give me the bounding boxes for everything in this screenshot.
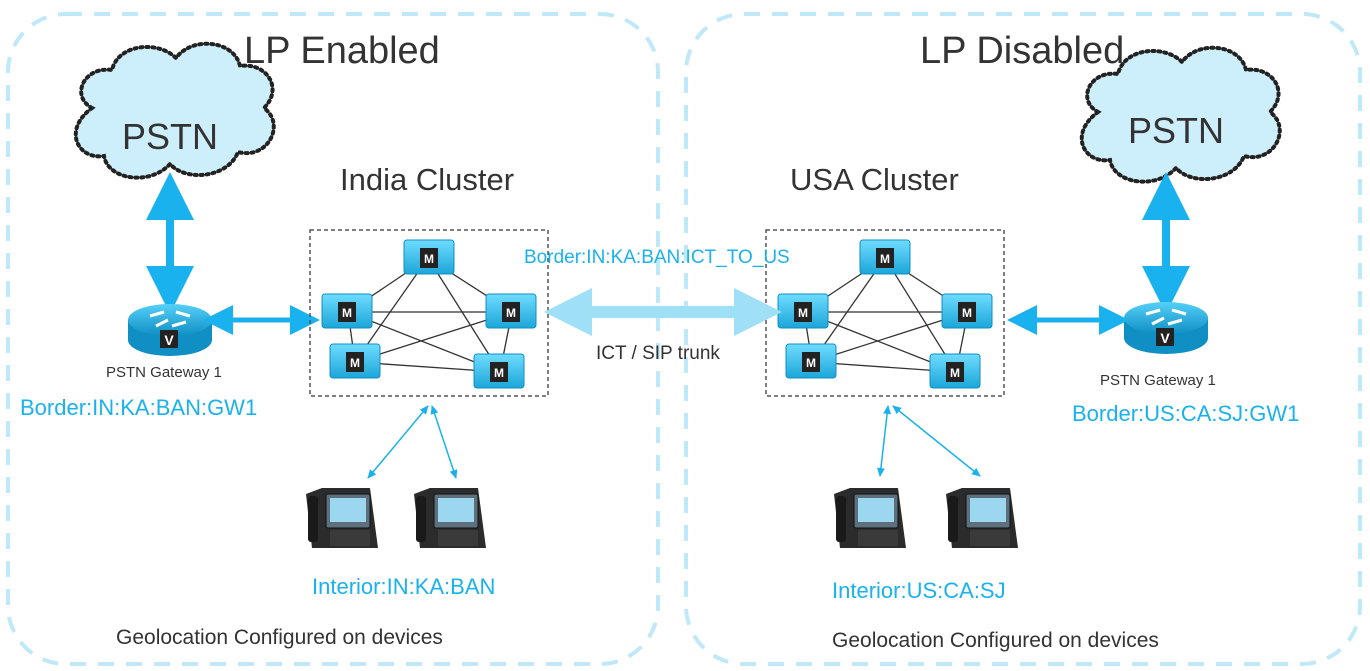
lp-disabled-title: LP Disabled: [920, 30, 1125, 72]
usa-cluster-to-phone-1-arrow: [876, 405, 892, 477]
router-left-icon: [128, 304, 212, 356]
router-right-icon: [1124, 302, 1208, 354]
india-server-1-icon: [403, 239, 455, 275]
india-cluster-to-phone-1-arrow: [367, 405, 429, 479]
india-cluster-box: [309, 229, 549, 397]
server-letter: M: [798, 306, 808, 320]
gateway-right-border: Border:US:CA:SJ:GW1: [1072, 401, 1300, 426]
server-letter: M: [950, 366, 960, 380]
geolocation-note-right: Geolocation Configured on devices: [832, 629, 1159, 652]
server-letter: M: [342, 306, 352, 320]
server-letter: M: [962, 306, 972, 320]
usa-server-4-icon: [785, 343, 837, 379]
gateway-left-name: PSTN Gateway 1: [106, 364, 222, 381]
ict-border-label: Border:IN:KA:BAN:ICT_TO_US: [524, 247, 790, 268]
interior-usa-label: Interior:US:CA:SJ: [832, 578, 1006, 603]
server-letter: M: [350, 356, 360, 370]
pstn-cloud-right-icon: [1079, 45, 1282, 184]
region-lp-disabled: [684, 12, 1362, 666]
router-letter-left: V: [164, 332, 174, 348]
ip-phone-india-1-icon: [306, 488, 378, 548]
india-server-3-icon: [485, 293, 537, 329]
router-letter-right: V: [1160, 330, 1170, 346]
geolocation-note-left: Geolocation Configured on devices: [116, 626, 443, 649]
server-letter: M: [494, 366, 504, 380]
server-letter: M: [806, 356, 816, 370]
pstn-label-right: PSTN: [1128, 110, 1225, 151]
gateway-right-name: PSTN Gateway 1: [1100, 372, 1216, 389]
usa-cluster-label: USA Cluster: [790, 162, 959, 197]
ip-phone-usa-1-icon: [834, 488, 906, 548]
server-letter: M: [424, 252, 434, 266]
usa-server-5-icon: [929, 353, 981, 389]
ip-phone-india-2-icon: [414, 488, 486, 548]
india-server-4-icon: [329, 343, 381, 379]
lp-enabled-title: LP Enabled: [244, 30, 440, 72]
pstn-cloud-left-icon: [73, 41, 276, 180]
server-letter: M: [880, 252, 890, 266]
ict-trunk-label: ICT / SIP trunk: [596, 343, 720, 364]
usa-server-3-icon: [941, 293, 993, 329]
pstn-label-left: PSTN: [122, 116, 219, 157]
region-lp-enabled: [6, 12, 660, 666]
india-cluster-to-phone-2-arrow: [430, 405, 458, 479]
ip-phone-usa-2-icon: [946, 488, 1018, 548]
server-letter: M: [506, 306, 516, 320]
interior-india-label: Interior:IN:KA:BAN: [312, 574, 496, 599]
india-cluster-label: India Cluster: [340, 162, 515, 197]
usa-server-1-icon: [859, 239, 911, 275]
usa-cluster-to-phone-2-arrow: [892, 405, 981, 477]
gateway-left-border: Border:IN:KA:BAN:GW1: [20, 395, 258, 420]
india-server-2-icon: [321, 293, 373, 329]
usa-server-2-icon: [777, 293, 829, 329]
india-server-5-icon: [473, 353, 525, 389]
